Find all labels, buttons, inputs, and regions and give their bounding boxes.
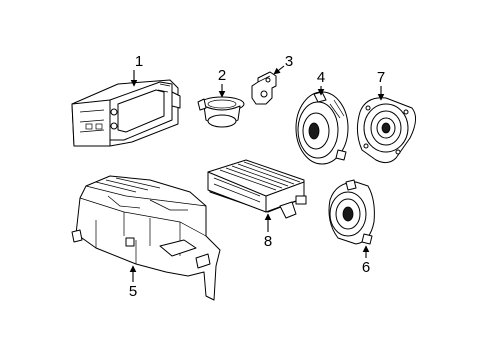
callout-2: 2 (218, 67, 226, 84)
part-3-bracket (251, 71, 277, 105)
callout-3: 3 (285, 53, 293, 70)
part-8-amplifier (207, 159, 307, 219)
callout-6: 6 (362, 259, 370, 276)
part-2-tweeter (197, 96, 245, 128)
part-7-rear-speaker (356, 97, 416, 164)
callout-1: 1 (135, 53, 143, 70)
callout-5: 5 (129, 283, 137, 300)
callout-4: 4 (317, 69, 325, 86)
callout-8: 8 (264, 233, 272, 250)
part-6-speaker (328, 179, 375, 245)
part-4-door-speaker (295, 91, 349, 165)
leader-3 (273, 65, 285, 75)
part-1-radio-head-unit (71, 79, 181, 147)
callout-labels: 1 2 3 4 5 6 7 8 (129, 53, 385, 300)
callout-7: 7 (377, 69, 385, 86)
leader-lines (129, 65, 385, 282)
part-5-console-housing (71, 175, 221, 301)
